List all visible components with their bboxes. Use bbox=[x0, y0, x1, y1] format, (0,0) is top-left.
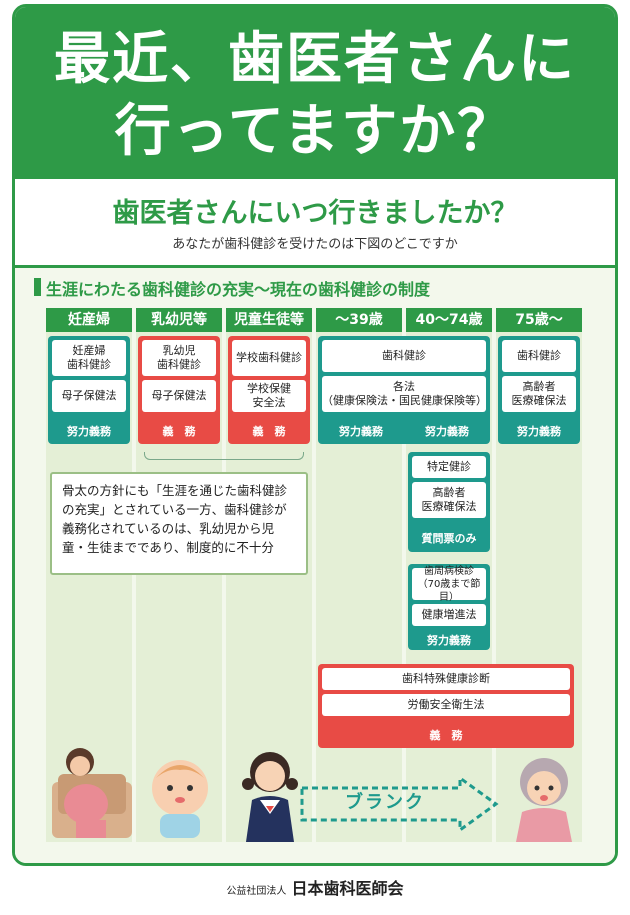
tokutei-checkup-card: 特定健診 bbox=[412, 456, 486, 478]
worker-duty: 義 務 bbox=[429, 729, 463, 742]
adult-duty-right: 努力義務 bbox=[425, 425, 469, 438]
blank-label: ブランク bbox=[345, 792, 425, 813]
col-header-pregnant: 妊産婦 bbox=[46, 308, 132, 332]
elderly-checkup-card: 歯科健診 bbox=[502, 340, 576, 372]
pregnant-checkup-card: 妊産婦 歯科健診 bbox=[52, 340, 126, 376]
col-header-under39: 〜39歳 bbox=[316, 308, 402, 332]
pregnant-duty: 努力義務 bbox=[67, 425, 111, 438]
blank-arrow bbox=[300, 776, 499, 832]
student-law-card: 学校保健 安全法 bbox=[232, 380, 306, 412]
perio-checkup-card: 歯周病検診 （70歳まで節目） bbox=[412, 566, 486, 603]
col-header-40to74: 40〜74歳 bbox=[406, 308, 492, 332]
tokutei-note: 質問票のみ bbox=[421, 532, 477, 545]
col-header-75plus: 75歳〜 bbox=[496, 308, 582, 332]
elderly-woman-illustration bbox=[516, 758, 572, 842]
worker-law-card: 労働安全衛生法 bbox=[322, 694, 570, 716]
footer-org-name: 日本歯科医師会 bbox=[291, 879, 404, 898]
tokutei-law-card: 高齢者 医療確保法 bbox=[412, 482, 486, 518]
worker-checkup-card: 歯科特殊健康診断 bbox=[322, 668, 570, 690]
main-title-line2: 行ってますか？ bbox=[114, 99, 516, 164]
col-header-infant: 乳幼児等 bbox=[136, 308, 222, 332]
mandatory-brace bbox=[144, 452, 304, 460]
perio-law-card: 健康増進法 bbox=[412, 604, 486, 626]
header-banner: 最近、歯医者さんに 行ってますか？ bbox=[15, 7, 615, 179]
adult-law-card: 各法 （健康保険法・国民健康保険等） bbox=[322, 376, 487, 412]
pregnant-woman-illustration bbox=[52, 748, 132, 838]
footer-org-type: 公益社団法人 bbox=[226, 886, 287, 897]
question-subtitle: あなたが歯科健診を受けたのは下図のどこですか bbox=[172, 237, 458, 252]
student-duty: 義 務 bbox=[252, 425, 286, 438]
section-marker bbox=[34, 278, 41, 296]
infant-duty: 義 務 bbox=[162, 425, 196, 438]
col-header-student: 児童生徒等 bbox=[226, 308, 312, 332]
policy-note: 骨太の方針にも「生涯を通じた歯科健診の充実」とされている一方、歯科健診が義務化さ… bbox=[50, 472, 308, 575]
perio-duty: 努力義務 bbox=[427, 634, 471, 647]
baby-illustration bbox=[152, 760, 208, 838]
pregnant-law-card: 母子保健法 bbox=[52, 380, 126, 412]
adult-duty-left: 努力義務 bbox=[339, 425, 383, 438]
elderly-law-card: 高齢者 医療確保法 bbox=[502, 376, 576, 412]
student-checkup-card: 学校歯科健診 bbox=[232, 340, 306, 376]
main-title-line1: 最近、歯医者さんに bbox=[54, 27, 576, 92]
student-illustration bbox=[242, 752, 298, 842]
question-title: 歯医者さんにいつ行きましたか？ bbox=[112, 198, 518, 229]
section-heading: 生涯にわたる歯科健診の充実〜現在の歯科健診の制度 bbox=[46, 280, 431, 299]
adult-checkup-card: 歯科健診 bbox=[322, 340, 486, 372]
infant-law-card: 母子保健法 bbox=[142, 380, 216, 412]
infant-checkup-card: 乳幼児 歯科健診 bbox=[142, 340, 216, 376]
footer: 公益社団法人 日本歯科医師会 bbox=[0, 875, 630, 899]
elderly-duty: 努力義務 bbox=[517, 425, 561, 438]
